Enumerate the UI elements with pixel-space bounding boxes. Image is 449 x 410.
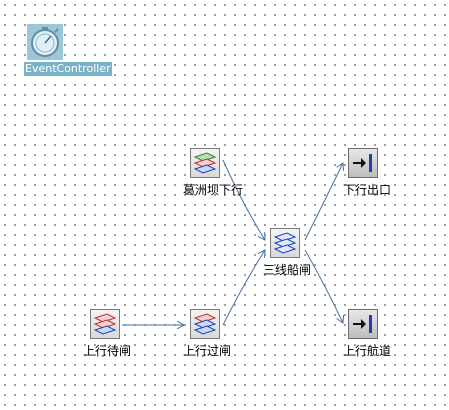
- layered-block-icon: [90, 309, 120, 339]
- node-label: 三线船闸: [263, 263, 312, 277]
- exit-arrow-icon: [348, 309, 378, 339]
- edge-uppass-to-lock: [222, 250, 265, 326]
- node-label: 下行出口: [343, 183, 392, 197]
- edge-lock-to-upchannel: [304, 249, 343, 323]
- stopwatch-icon: [27, 24, 63, 60]
- node-label: 上行待闸: [83, 344, 132, 358]
- node-label: 上行过闸: [183, 344, 232, 358]
- edge-lock-to-downexit: [304, 163, 343, 241]
- node-label: 葛洲坝下行: [183, 183, 244, 197]
- exit-arrow-icon: [348, 148, 378, 178]
- layered-block-icon: [190, 148, 220, 178]
- event-controller-label: EventController: [24, 62, 112, 76]
- node-label: 上行航道: [343, 344, 392, 358]
- layered-block-icon: [190, 309, 220, 339]
- layered-block-icon: [270, 228, 300, 258]
- edge-gezhouba-to-lock: [222, 159, 265, 240]
